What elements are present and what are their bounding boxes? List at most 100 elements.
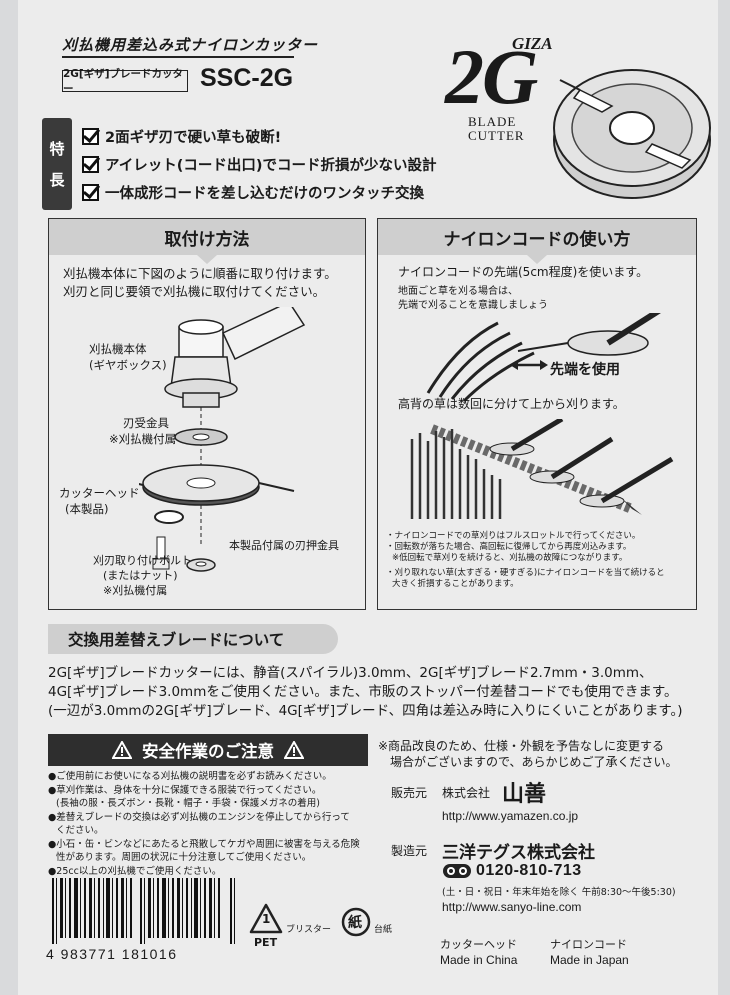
label-receiver-line: 刃受金具: [123, 416, 169, 430]
label-bolt-line: (またはナット): [103, 569, 178, 582]
logo-blade-text: BLADE: [468, 114, 517, 129]
safety-list: ●ご使用前にお使いになる刈払機の説明書を必ずお読みください。 ●草刈作業は、身体…: [48, 770, 373, 878]
usage-warning-line: ※低回転で草刈りを続けると、刈払機の故障につながります。: [392, 553, 628, 563]
tall-grass-illustration: [410, 419, 674, 519]
install-intro-line: 刈払機本体に下図のように順番に取り付けます。: [63, 266, 337, 281]
feature-text: 一体成形コードを差し込むだけのワンタッチ交換: [105, 185, 424, 202]
pet-number: 1: [262, 912, 271, 926]
paper-recycle-icon: [341, 907, 371, 937]
usage-warning-line: ・回転数が落ちた場合、高回転に復帰してから再度刈込みます。: [386, 542, 632, 552]
feature-item: 2面ギザ刃で硬い草も破断!: [82, 122, 437, 150]
safety-item: ●草刈作業は、身体を十分に保護できる服装で行ってください。: [48, 784, 322, 796]
product-subtitle: 刈払機用差込み式ナイロンカッター: [62, 36, 319, 54]
cord-origin-label: ナイロンコード: [550, 938, 627, 951]
usage-warnings: ・ナイロンコードでの草刈りはフルスロットルで行ってください。 ・回転数が落ちた場…: [386, 531, 696, 590]
install-intro: 刈払機本体に下図のように順番に取り付けます。 刈刃と同じ要領で刈払機に取付けてく…: [63, 265, 363, 301]
check-icon: [82, 183, 99, 201]
label-cutter-head-line: カッターヘッド: [59, 486, 140, 500]
label-receiver-line: ※刈払機付属: [109, 432, 177, 446]
exchange-line: 4G[ギザ]ブレード3.0mmをご使用ください。また、市販のストッパー付差替コー…: [48, 684, 678, 700]
features-tag-char-2: 長: [49, 171, 65, 189]
safety-title-bar: 安全作業のご注意: [48, 734, 368, 766]
head-origin-label: カッターヘッド: [440, 938, 517, 951]
logo-cutter-text: CUTTER: [468, 128, 525, 143]
exchange-line: (一辺が3.0mmの2G[ギザ]ブレード、4G[ギザ]ブレード、四角は差込み時に…: [48, 703, 683, 719]
feature-item: アイレット(コード出口)でコード折損が少ない設計: [82, 150, 437, 178]
notice-line: 場合がございますので、あらかじめご了承ください。: [390, 755, 678, 769]
usage-line-2: 高背の草は数回に分けて上から刈ります。: [398, 397, 625, 411]
exchange-line: 2G[ギザ]ブレードカッターには、静音(スパイラル)3.0mm、2G[ギザ]ブレ…: [48, 665, 653, 681]
feature-item: 一体成形コードを差し込むだけのワンタッチ交換: [82, 178, 437, 206]
barcode-number: 4 983771 181016: [46, 946, 178, 962]
usage-warning-line: 大きく折損することがあります。: [392, 579, 519, 589]
label-gearbox-line: (ギヤボックス): [89, 358, 167, 372]
head-origin: Made in China: [440, 953, 518, 967]
exchange-body: 2G[ギザ]ブレードカッターには、静音(スパイラル)3.0mm、2G[ギザ]ブレ…: [48, 664, 698, 721]
safety-item: ●差替えブレードの交換は必ず刈払機のエンジンを停止してから行って: [48, 811, 350, 823]
usage-note-line: 先端で刈ることを意識しましょう: [398, 300, 548, 311]
cord-origin: Made in Japan: [550, 953, 629, 967]
label-bolt: 刈刃取り付けボルト (またはナット) ※刈払機付属: [93, 553, 192, 598]
safety-item: ●ご使用前にお使いになる刈払機の説明書を必ずお読みください。: [48, 771, 332, 782]
usage-warning-line: ・刈り取れない草(太すぎる・硬すぎる)にナイロンコードを当て続けると: [386, 568, 665, 578]
brand-logo-blade-cutter: BLADE CUTTER: [468, 115, 525, 143]
usage-panel-title: ナイロンコードの使い方: [378, 219, 696, 264]
model-code: SSC-2G: [200, 64, 294, 92]
label-gearbox: 刈払機本体 (ギヤボックス): [89, 341, 167, 373]
seller-prefix: 株式会社: [442, 786, 491, 800]
install-diagram: [139, 307, 306, 572]
seller-url: http://www.yamazen.co.jp: [442, 809, 579, 823]
label-cutter-head-line: (本製品): [65, 502, 109, 516]
phone-row: 0120-810-713: [442, 862, 582, 880]
feature-text: アイレット(コード出口)でコード折損が少ない設計: [105, 157, 437, 174]
free-dial-icon: [443, 864, 471, 878]
notice-line: ※商品改良のため、仕様・外観を予告なしに変更する: [378, 739, 665, 753]
maker-label: 製造元: [391, 844, 428, 858]
usage-line-1: ナイロンコードの先端(5cm程度)を使います。: [398, 265, 649, 279]
pet-recycle-icon: [249, 903, 283, 934]
cutter-head-illustration: [553, 69, 711, 199]
brand-logo-2g: 2G: [445, 33, 538, 120]
label-bolt-line: ※刈払機付属: [103, 584, 168, 597]
safety-item: ●25cc以上の刈払機でご使用ください。: [48, 865, 222, 877]
seller-label: 販売元: [391, 786, 428, 800]
ground-cutting-illustration: [426, 313, 661, 403]
label-bolt-line: 刈刃取り付けボルト: [93, 554, 192, 567]
paper-label: 台紙: [374, 925, 393, 935]
install-panel-title: 取付け方法: [49, 219, 365, 264]
phone-number: 0120-810-713: [476, 862, 582, 879]
safety-item: (長袖の服・長ズボン・長靴・帽子・手袋・保護メガネの着用): [56, 798, 320, 809]
maker-url: http://www.sanyo-line.com: [442, 900, 582, 914]
usage-note-line: 地面ごと草を刈る場合は、: [398, 286, 518, 297]
model-label-box: 2G[ギザ]ブレードカッター: [62, 68, 188, 95]
label-receiver: 刃受金具 ※刈払機付属: [109, 415, 176, 447]
maker-name: 三洋テグス株式会社: [442, 843, 595, 863]
pet-label: PET: [254, 936, 278, 949]
seller-name: 山善: [502, 782, 547, 807]
install-intro-line: 刈刃と同じ要領で刈払機に取付けてください。: [63, 284, 326, 299]
label-cutter-head: カッターヘッド (本製品): [59, 485, 140, 517]
safety-item: ●小石・缶・ビンなどにあたると飛散してケガや周囲に被害を与える危険: [48, 838, 360, 850]
safety-item: ください。: [56, 825, 104, 836]
blister-label: ブリスター: [286, 925, 332, 935]
check-icon: [82, 127, 99, 145]
label-gearbox-line: 刈払機本体: [89, 342, 147, 356]
label-presser: 本製品付属の刃押金具: [229, 539, 339, 552]
check-icon: [82, 155, 99, 173]
warning-icon: [284, 741, 304, 759]
phone-hours: (土・日・祝日・年末年始を除く 午前8:30〜午後5:30): [442, 887, 676, 898]
brand-logo-giza: GIZA: [512, 34, 553, 53]
install-panel: 取付け方法 刈払機本体に下図のように順番に取り付けます。 刈刃と同じ要領で刈払機…: [48, 218, 366, 610]
features-tag: 特 長: [42, 118, 72, 210]
safety-title: 安全作業のご注意: [142, 742, 274, 761]
subtitle-underline: [62, 56, 294, 58]
warning-icon: [112, 741, 132, 759]
tip-label: 先端を使用: [550, 362, 620, 378]
feature-text: 2面ギザ刃で硬い草も破断!: [105, 129, 282, 146]
features-tag-char-1: 特: [49, 140, 65, 158]
usage-warning-line: ・ナイロンコードでの草刈りはフルスロットルで行ってください。: [386, 531, 641, 541]
safety-item: 性があります。周囲の状況に十分注意してご使用ください。: [56, 852, 312, 863]
feature-list: 2面ギザ刃で硬い草も破断! アイレット(コード出口)でコード折損が少ない設計 一…: [82, 122, 437, 206]
usage-panel: ナイロンコードの使い方 ナイロンコードの先端(5cm程度)を使います。 地面ごと…: [377, 218, 697, 610]
paper-mark: 紙: [348, 915, 362, 931]
